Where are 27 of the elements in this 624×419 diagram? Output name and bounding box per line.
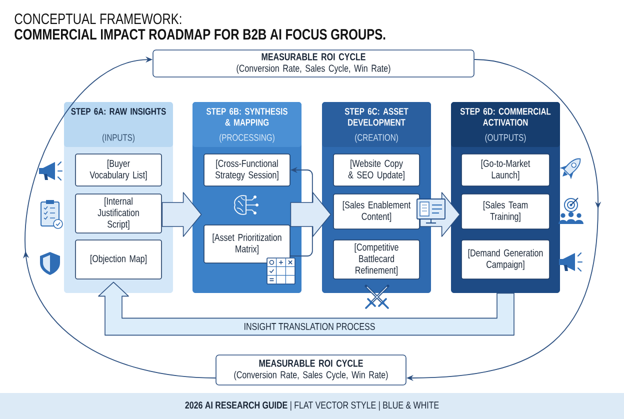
title: COMMERCIAL IMPACT ROADMAP FOR B2B AI FOCUS GROUPS.: [14, 29, 386, 40]
item-box: [Sales Enablement Content]: [333, 194, 420, 230]
item-box: [Objection Map]: [75, 240, 162, 280]
column-subheading: (OUTPUTS): [485, 134, 526, 143]
block-arrow: [162, 192, 202, 237]
item-box: [Go-to-Market Launch]: [461, 154, 550, 186]
item-box: [Competitive Battlecard Refinement]: [333, 240, 420, 280]
column-heading: STEP 6C: ASSET DEVELOPMENT: [344, 108, 408, 126]
arrow: [23, 56, 216, 378]
item-box: [Sales Team Training]: [461, 194, 550, 230]
block-arrow: [290, 192, 332, 237]
heading-label: CONCEPTUAL FRAMEWORK:: [14, 14, 182, 24]
item-box: [Cross-Functional Strategy Session]: [204, 154, 290, 186]
cycle-box: MEASURABLE ROI CYCLE (Conversion Rate, Sales Cycle, Win Rate): [152, 50, 474, 78]
column-subheading: (CREATION): [355, 134, 398, 143]
column-subheading: (PROCESSING): [220, 134, 274, 143]
footer-bar: 2026 AI RESEARCH GUIDE | FLAT VECTOR STYLE | BLUE & WHITE: [0, 393, 624, 419]
cycle-box: MEASURABLE ROI CYCLE (Conversion Rate, Sales Cycle, Win Rate): [216, 354, 406, 386]
column-subheading: (INPUTS): [102, 134, 134, 143]
item-box: [Demand Generation Campaign]: [461, 240, 550, 280]
column-heading: STEP 6A: RAW INSIGHTS: [71, 108, 166, 115]
item-box: [Internal Justification Script]: [75, 194, 162, 234]
item-box: [Buyer Vocabulary List]: [75, 154, 162, 186]
column-heading: STEP 6B: SYNTHESIS & MAPPING: [206, 108, 288, 126]
item-box: [Website Copy & SEO Update]: [333, 154, 420, 186]
item-box: [Asset Prioritization Matrix]: [204, 224, 290, 264]
column-heading: STEP 6D: COMMERCIAL ACTIVATION: [460, 108, 551, 126]
